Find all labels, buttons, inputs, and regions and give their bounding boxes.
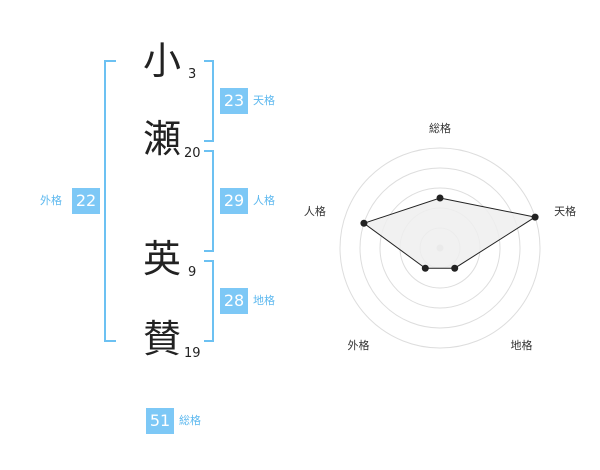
stroke-count-1: 3 — [188, 67, 197, 82]
chikaku-bracket — [204, 260, 214, 342]
stroke-count-2: 20 — [184, 146, 201, 161]
tenkaku-value: 23 — [220, 88, 248, 114]
radar-data-area — [362, 197, 537, 269]
name-char-3: 英 — [143, 237, 182, 281]
radar-point-5 — [360, 219, 368, 227]
radar-axis-label: 外格 — [347, 338, 369, 352]
name-char-2: 瀬 — [143, 117, 182, 161]
chikaku-value: 28 — [220, 288, 248, 314]
radar-ring — [379, 187, 501, 309]
stroke-count-3: 9 — [188, 265, 197, 280]
soukaku-label: 総格 — [179, 414, 201, 427]
radar-point-2 — [531, 213, 539, 221]
radar-axis-label: 人格 — [304, 204, 326, 218]
tenkaku-label: 天格 — [253, 94, 275, 107]
gaikaku-label: 外格 — [40, 194, 62, 207]
jinkaku-bracket — [204, 150, 214, 252]
chikaku-label: 地格 — [253, 294, 275, 307]
name-char-4: 賛 — [143, 317, 182, 361]
gaikaku-value: 22 — [72, 188, 100, 214]
radar-point-4 — [421, 264, 429, 272]
gaikaku-bracket — [104, 60, 116, 342]
radar-axis-label: 総格 — [429, 121, 451, 135]
radar-point-1 — [436, 194, 444, 202]
jinkaku-value: 29 — [220, 188, 248, 214]
radar-ring — [359, 167, 521, 329]
stroke-count-4: 19 — [184, 346, 201, 361]
radar-axis-label: 地格 — [511, 338, 533, 352]
jinkaku-label: 人格 — [253, 194, 275, 207]
radar-point-3 — [451, 264, 459, 272]
tenkaku-bracket — [204, 60, 214, 142]
soukaku-value: 51 — [146, 408, 174, 434]
radar-ring — [339, 147, 541, 349]
radar-axis-label: 天格 — [554, 204, 576, 218]
name-char-1: 小 — [143, 39, 182, 83]
